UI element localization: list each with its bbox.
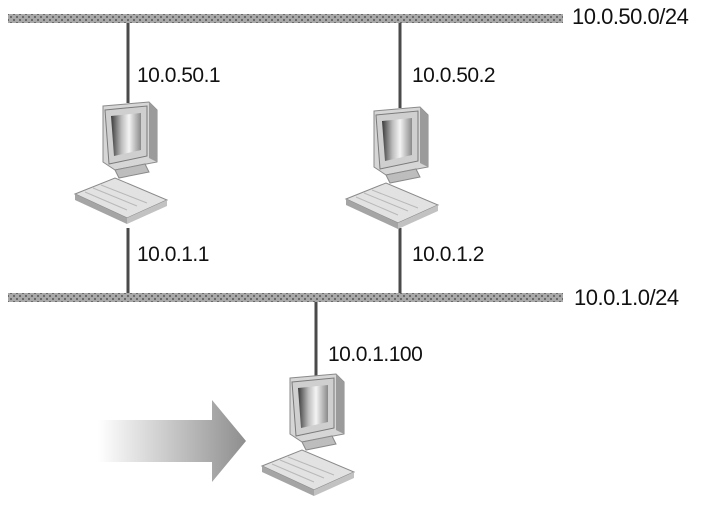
network-bus-bottom: [8, 293, 563, 302]
ip-label-middle-lower: 10.0.1.2: [412, 243, 484, 266]
network-bus-top: [8, 14, 563, 23]
arrow-right-icon: [98, 400, 246, 482]
ip-label-middle-upper: 10.0.50.2: [412, 64, 496, 87]
network-label-top: 10.0.50.0/24: [572, 4, 689, 29]
ip-label-bottom-host: 10.0.1.100: [328, 343, 423, 366]
computer-icon: [345, 106, 439, 230]
ip-label-left-upper: 10.0.50.1: [137, 64, 221, 87]
network-label-bottom: 10.0.1.0/24: [574, 285, 679, 310]
computer-icon: [74, 101, 168, 225]
ip-label-left-lower: 10.0.1.1: [137, 243, 209, 266]
computer-icon: [261, 373, 355, 497]
